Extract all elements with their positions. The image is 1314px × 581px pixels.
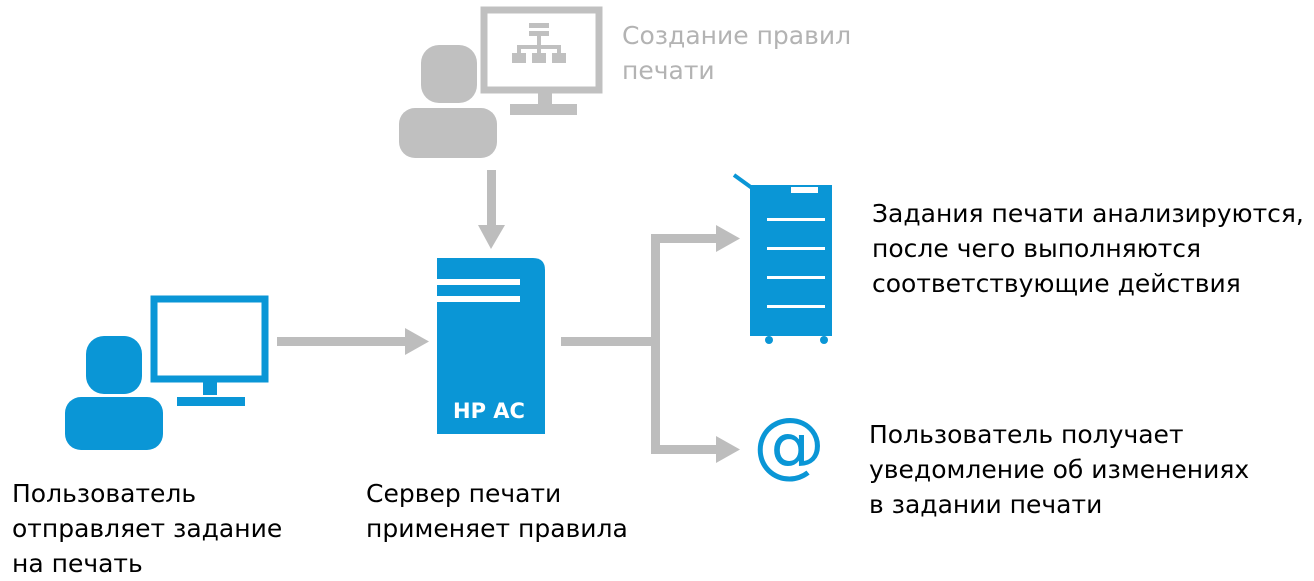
printer-label: Задания печати анализируются, после чего…: [872, 199, 1304, 298]
printer-icon: [732, 173, 832, 344]
arrow-user-to-server: [277, 328, 429, 355]
admin-monitor-icon: [480, 6, 603, 115]
server-badge: HP AC: [453, 399, 525, 423]
org-chart-icon: [512, 23, 566, 63]
user-label: Пользователь отправляет задание на печат…: [12, 479, 283, 578]
arrow-server-to-outputs: [561, 225, 740, 463]
server-label: Сервер печати применяет правила: [366, 479, 628, 543]
arrow-admin-to-server: [478, 170, 505, 249]
at-sign-icon: @: [753, 402, 825, 486]
server-tower-icon: [437, 258, 545, 434]
notification-label: Пользователь получает уведомление об изм…: [869, 420, 1250, 519]
user-monitor-icon: [150, 295, 269, 406]
user-person-icon: [65, 336, 163, 450]
admin-label: Создание правил печати: [622, 21, 852, 85]
admin-person-icon: [399, 45, 497, 158]
